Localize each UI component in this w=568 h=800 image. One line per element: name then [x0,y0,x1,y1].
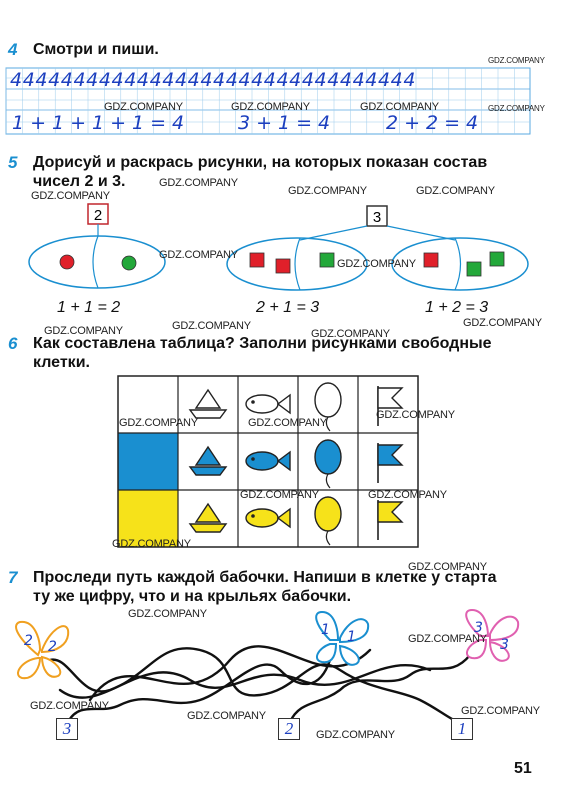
watermark: GDZ.COMPANY [44,325,123,337]
start-cell[interactable]: 1 [451,718,473,740]
wing-number: 2 [48,639,57,655]
start-cell[interactable]: 3 [56,718,78,740]
watermark: GDZ.COMPANY [416,185,495,197]
watermark: GDZ.COMPANY [231,101,310,113]
flag-icon [377,387,404,409]
butterfly-orange-icon: 2 2 [15,620,70,680]
fish-eye [251,400,255,404]
flag-icon [377,501,404,523]
wing-number: 3 [474,620,483,636]
balloon-string [325,473,331,489]
balloon-string [325,416,331,432]
fish-eye [251,514,255,518]
watermark: GDZ.COMPANY [187,710,266,722]
boat-icon [194,388,222,409]
fish-icon [276,507,291,529]
pattern-table [117,375,419,548]
page-number: 51 [514,760,532,777]
box-label: 3 [373,209,381,226]
watermark: GDZ.COMPANY [159,249,238,261]
fish-eye [251,457,255,461]
watermark: GDZ.COMPANY [112,538,191,550]
handwritten-fours: 44444444444444444444444444444444 [10,69,416,91]
flag-icon [377,444,404,466]
task-text: Дорисуй и раскрась рисунки, на которых п… [33,154,488,171]
butterfly-pink-icon: 3 3 [465,608,520,662]
watermark: GDZ.COMPANY [104,101,183,113]
task-text: Проследи путь каждой бабочки. Напиши в к… [33,569,497,586]
handwritten-expression: 1+1+1+1=4 [12,112,190,134]
task-text: Как составлена таблица? Заполни рисункам… [33,335,492,352]
watermark: GDZ.COMPANY [368,489,447,501]
watermark: GDZ.COMPANY [128,608,207,620]
task-text: ту же цифру, что и на крыльях бабочки. [33,588,352,605]
watermark: GDZ.COMPANY [172,320,251,332]
watermark: GDZ.COMPANY [30,700,109,712]
watermark: GDZ.COMPANY [376,409,455,421]
watermark: GDZ.COMPANY [316,729,395,741]
butterfly-paths [48,645,472,724]
watermark: GDZ.COMPANY [360,101,439,113]
watermark: GDZ.COMPANY [408,561,487,573]
watermark: GDZ.COMPANY [119,417,198,429]
watermark: GDZ.COMPANY [240,489,319,501]
boat-icon [188,523,228,533]
butterfly-blue-icon: 1 1 [315,610,370,666]
task-number: 4 [8,40,18,59]
handwritten-expression: 3+1=4 [238,112,336,134]
green-circle [121,255,137,271]
handwriting-grid [5,67,531,135]
watermark: GDZ.COMPANY [461,705,540,717]
boat-icon [194,502,222,523]
wing-number: 3 [500,637,509,653]
fish-icon [276,450,291,472]
watermark: GDZ.COMPANY [31,190,110,202]
task-text: клетки. [33,354,90,371]
balloon-string [325,530,331,546]
box-label: 2 [94,207,102,224]
watermark: GDZ.COMPANY [463,317,542,329]
equation: 1 + 1 = 2 [57,299,121,316]
wing-number: 1 [347,629,356,645]
watermark: GDZ.COMPANY [337,258,416,270]
composition-diagram-3: 3 [226,205,529,291]
boat-icon [188,466,228,476]
handwritten-expression: 2+2=4 [386,112,484,134]
watermark: GDZ.COMPANY [488,56,545,65]
composition-diagram-2: 2 [28,203,166,289]
start-cell[interactable]: 2 [278,718,300,740]
watermark: GDZ.COMPANY [248,417,327,429]
task-number: 5 [8,153,18,172]
watermark: GDZ.COMPANY [311,328,390,340]
boat-icon [194,445,222,466]
task-text: Смотри и пиши. [33,41,159,58]
equation: 2 + 1 = 3 [256,299,320,316]
ellipse [28,235,166,289]
watermark: GDZ.COMPANY [159,177,238,189]
wing-number: 1 [321,622,330,638]
equation: 1 + 2 = 3 [425,299,489,316]
fish-icon [276,393,291,415]
watermark: GDZ.COMPANY [488,104,545,113]
watermark: GDZ.COMPANY [408,633,487,645]
task-text: чисел 2 и 3. [33,173,126,190]
wing-number: 2 [24,633,33,649]
red-circle [59,254,75,270]
watermark: GDZ.COMPANY [288,185,367,197]
task-number: 6 [8,334,18,353]
boat-icon [188,409,228,419]
task-number: 7 [8,568,18,587]
